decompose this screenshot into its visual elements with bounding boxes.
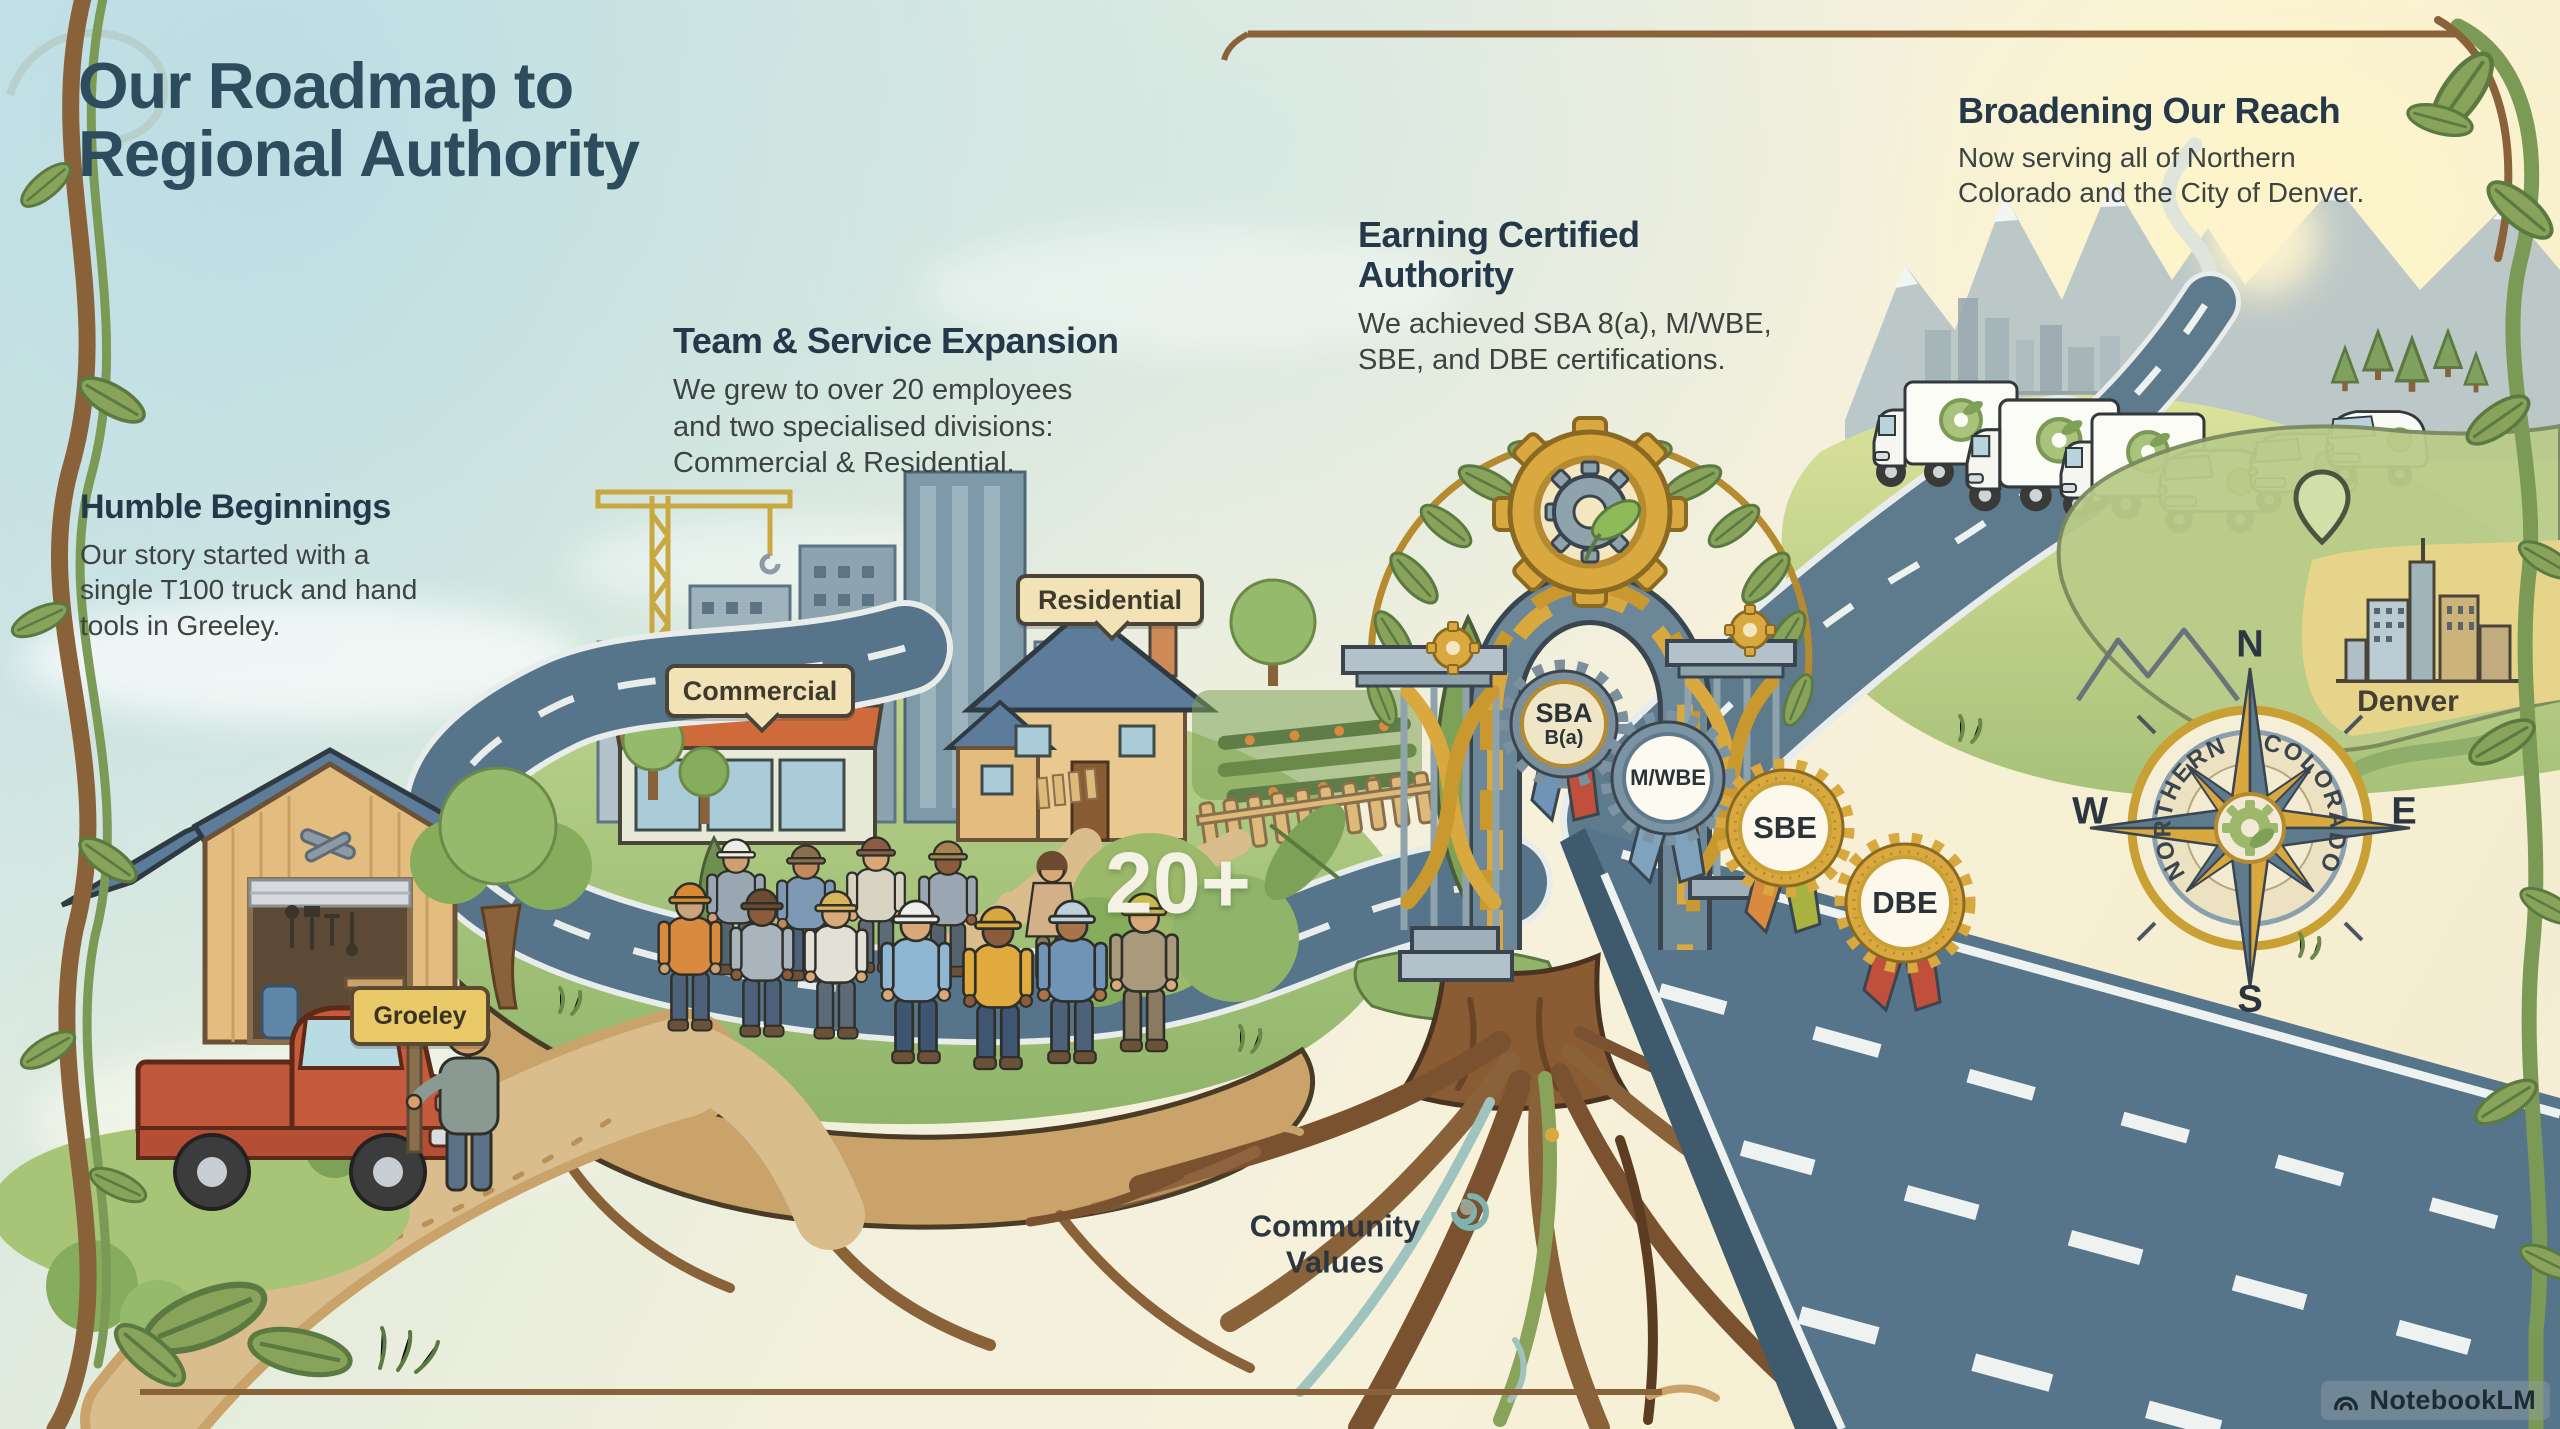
border-frame: [6, 29, 2462, 1395]
broadening-body: Now serving all of Northern Colorado and…: [1958, 142, 2365, 209]
residential-sign: Residential: [1016, 574, 1204, 642]
certified-heading: Earning Certified Authority: [1358, 214, 1640, 296]
denver-label: Denver: [2357, 685, 2459, 718]
founder-person: [405, 1011, 500, 1192]
team-heading: Team & Service Expansion: [673, 320, 1119, 361]
compass-east-label: E: [2391, 790, 2417, 833]
grass-tufts: [558, 714, 2322, 1054]
distant-skyline-icon: [1912, 298, 2135, 395]
badge-sba-label: SBA B(a): [1535, 698, 1593, 749]
greeley-town-sign: Groeley: [350, 986, 490, 1046]
corner-leaves: [107, 1271, 440, 1395]
wide-road: [1560, 828, 2560, 1429]
team-body: We grew to over 20 employees and two spe…: [673, 374, 1073, 480]
humble-body: Our story started with a single T100 tru…: [80, 539, 418, 641]
humble-heading: Humble Beginnings: [80, 488, 391, 526]
certification-badges: [1499, 659, 1976, 1013]
community-values-line1: Community: [1249, 1208, 1421, 1244]
badge-dbe-label: DBE: [1872, 885, 1938, 921]
broadening-heading: Broadening Our Reach: [1958, 90, 2341, 131]
section-humble-beginnings: Humble Beginnings Our story started with…: [80, 488, 440, 643]
compass-south-label: S: [2237, 978, 2263, 1021]
notebooklm-watermark: NotebookLM: [2320, 1381, 2550, 1420]
compass-rose: NORTHERN COLORADO: [2089, 667, 2411, 989]
barn-tree: [410, 766, 592, 1010]
workshop-tools-icon: [285, 905, 358, 956]
crossed-tools-icon: [300, 828, 356, 863]
cap-gear-right-icon: [1724, 604, 1776, 657]
badge-sba-main: SBA: [1535, 698, 1593, 729]
badge-sba-sub: B(a): [1544, 726, 1584, 749]
certification-arch: [1341, 416, 1820, 982]
gear-leaf-icon: [2222, 800, 2278, 856]
construction-crane-icon: [595, 489, 793, 700]
garden: [1192, 578, 1436, 855]
notebooklm-watermark-label: NotebookLM: [2369, 1385, 2536, 1415]
cap-gear-left-icon: [1426, 621, 1480, 675]
badge-sbe-label: SBE: [1753, 810, 1817, 846]
certified-body: We achieved SBA 8(a), M/WBE, SBE, and DB…: [1358, 307, 1772, 377]
section-broadening-reach: Broadening Our Reach Now serving all of …: [1958, 90, 2408, 211]
right-vine-border: [2403, 16, 2560, 1429]
community-values-line2: Values: [1285, 1244, 1385, 1279]
commercial-sign: Commercial: [665, 664, 855, 734]
community-values-label: Community Values: [1205, 1208, 1465, 1279]
page-title-line2: Regional Authority: [78, 117, 640, 191]
employee-count: 20+: [1105, 835, 1251, 932]
section-team-expansion: Team & Service Expansion We grew to over…: [673, 320, 1123, 482]
mini-fence: [1035, 767, 1099, 810]
section-certified-authority: Earning Certified Authority We achieved …: [1358, 214, 1818, 379]
denver-skyline-icon: [2336, 538, 2528, 683]
badge-mwbe-label: M/WBE: [1630, 764, 1706, 790]
left-vine-border: [6, 0, 153, 1429]
badge-sbe: [1715, 758, 1855, 935]
compass-west-label: W: [2072, 790, 2108, 833]
badge-sba: [1499, 659, 1629, 823]
page-title: Our Roadmap to Regional Authority: [78, 49, 640, 191]
badge-mwbe: [1600, 710, 1736, 885]
compass-north-label: N: [2236, 623, 2264, 666]
page-title-line1: Our Roadmap to: [78, 49, 574, 122]
arch-top-gear-icon: [1492, 416, 1688, 608]
badge-dbe: [1834, 832, 1976, 1013]
greeley-town-sign-label: Groeley: [373, 1001, 467, 1030]
notebooklm-logo-icon: [2333, 1396, 2358, 1410]
